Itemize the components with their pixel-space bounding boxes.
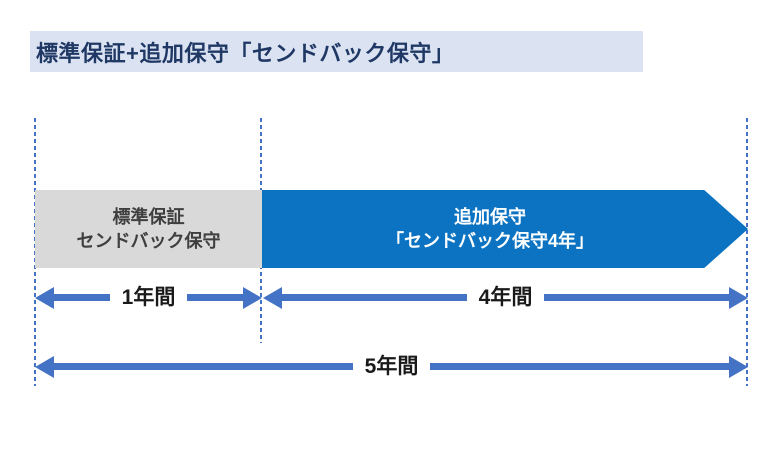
arrowhead-left-icon (263, 286, 282, 309)
arrowhead-right-icon (243, 286, 262, 309)
arrow-shaft (282, 294, 467, 301)
additional-warranty-line2: 「センドバック保守4年」 (385, 231, 594, 251)
span-label-1year: 1年間 (121, 286, 176, 309)
span-arrow-5year: 5年間 (35, 353, 748, 380)
arrowhead-left-icon (35, 355, 54, 378)
standard-warranty-line1: 標準保証 (112, 206, 185, 227)
span-arrow-4year: 4年間 (263, 284, 748, 311)
span-label-4year: 4年間 (478, 286, 533, 309)
arrow-shaft (54, 363, 353, 370)
span-label-5year: 5年間 (364, 355, 419, 378)
additional-warranty-arrow: 追加保守 「センドバック保守4年」 (262, 190, 748, 268)
dashed-guide-end (746, 118, 748, 386)
arrow-shaft (187, 294, 243, 301)
title-banner: 標準保証+追加保守「センドバック保守」 (30, 31, 643, 72)
arrowhead-left-icon (35, 286, 54, 309)
span-arrow-1year: 1年間 (35, 284, 262, 311)
standard-warranty-line2: センドバック保守 (76, 231, 221, 251)
additional-warranty-line1: 追加保守 (454, 206, 526, 227)
standard-warranty-box: 標準保証 センドバック保守 (35, 190, 262, 268)
arrow-shaft (430, 363, 729, 370)
arrow-shaft (544, 294, 729, 301)
arrowhead-right-icon (729, 355, 748, 378)
page-title: 標準保証+追加保守「センドバック保守」 (36, 40, 455, 66)
arrow-shaft (54, 294, 110, 301)
arrowhead-right-icon (729, 286, 748, 309)
